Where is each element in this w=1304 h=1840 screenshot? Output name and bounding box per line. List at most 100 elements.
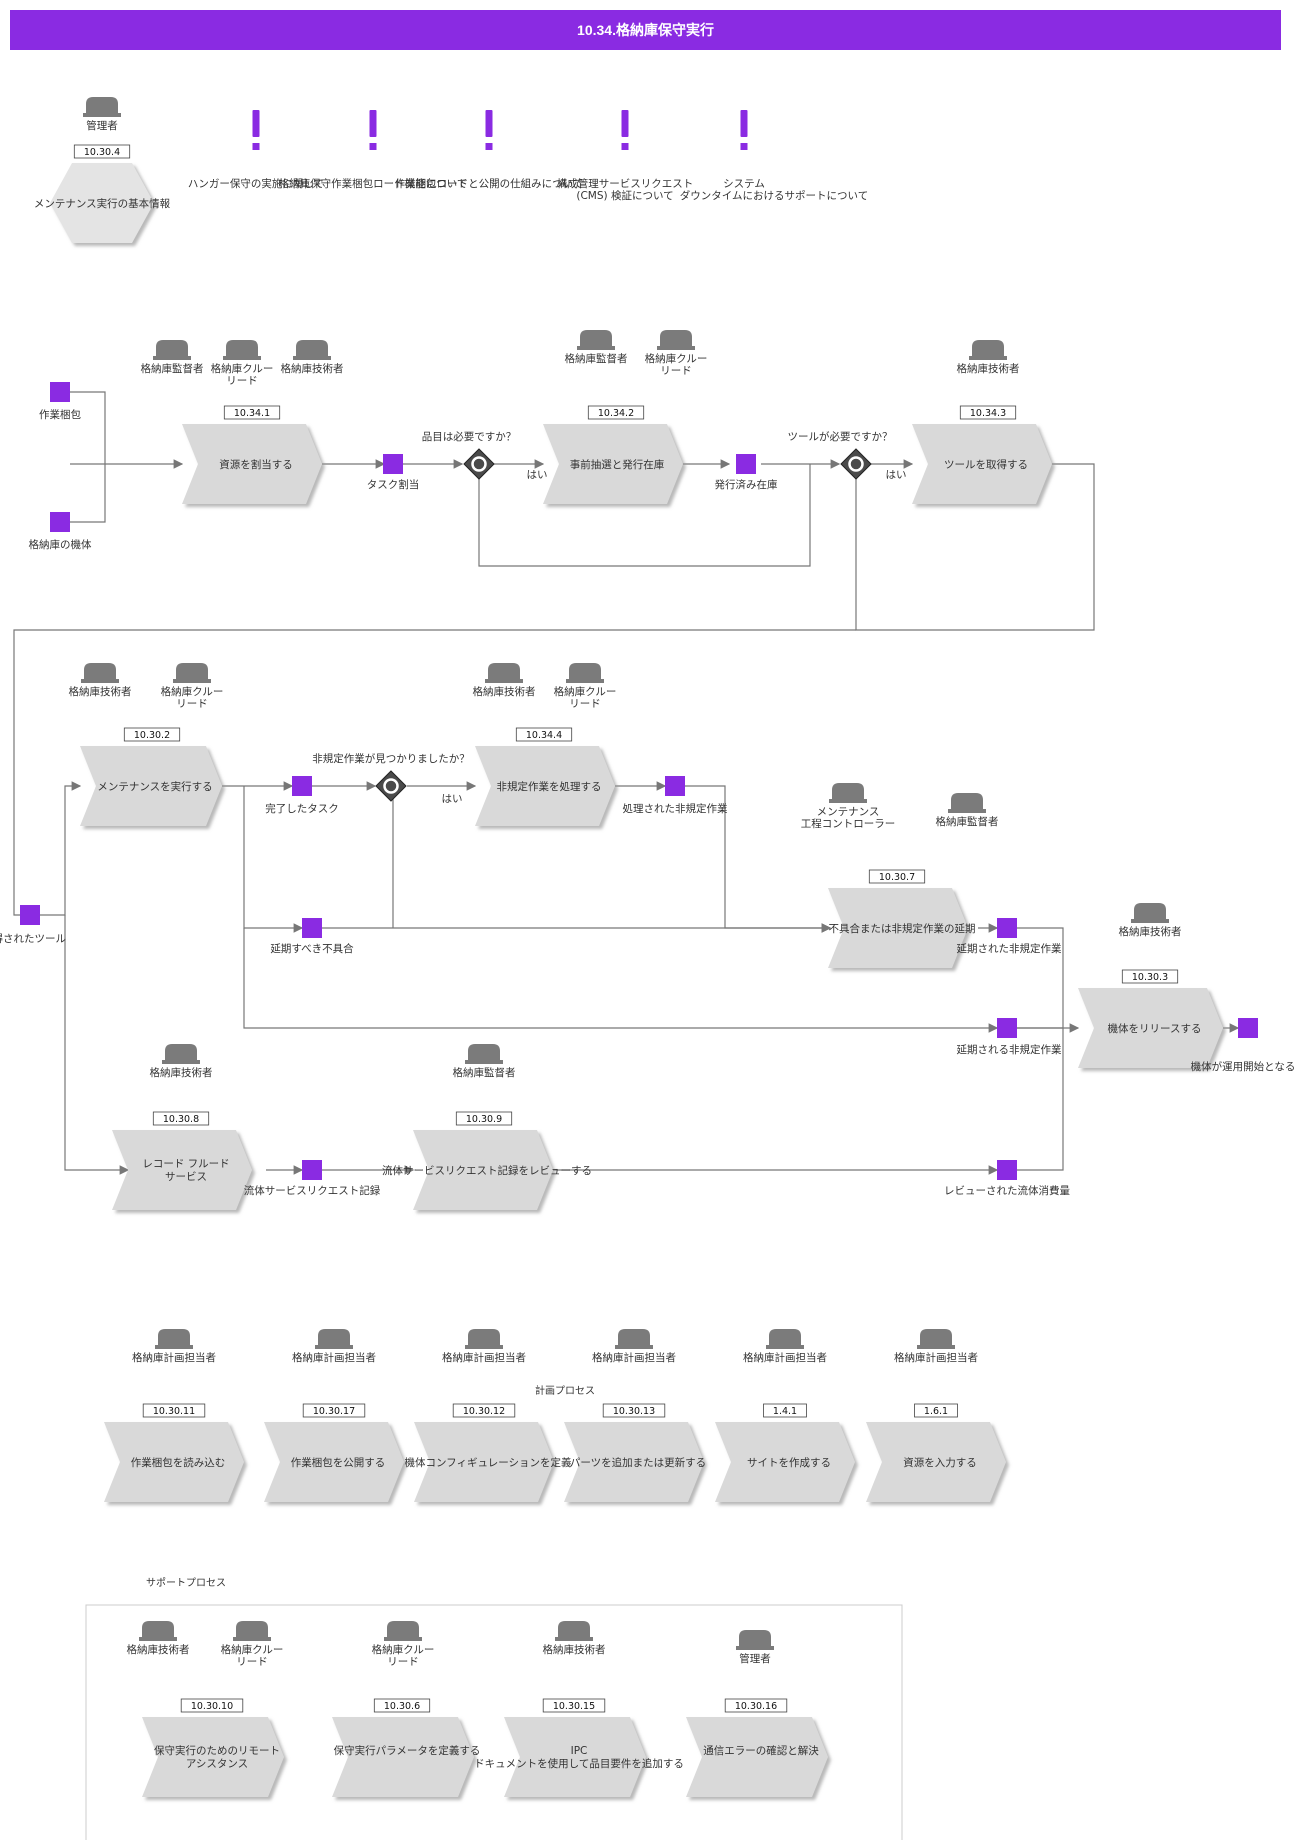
process-defer[interactable]: [828, 888, 968, 968]
event-issued-stock[interactable]: [736, 454, 756, 474]
event-reviewed-fluid[interactable]: [997, 1160, 1017, 1180]
xor-gateway[interactable]: [463, 448, 495, 480]
process-label: 不具合または非規定作業の延期: [829, 922, 976, 935]
process-code: 10.30.4: [84, 147, 120, 158]
person-icon-base: [139, 1637, 177, 1641]
role-label: 格納庫クルー: [372, 1643, 435, 1656]
person-icon: [86, 97, 118, 113]
role-label: リード: [226, 375, 258, 387]
event-task-assigned[interactable]: [383, 454, 403, 474]
role-label: リード: [236, 1656, 268, 1668]
role-label: 格納庫技術者: [150, 1066, 213, 1079]
process-obtain-tools[interactable]: [912, 424, 1052, 504]
event-label: 機体が運用開始となる: [1191, 1060, 1296, 1073]
event-fluid-record[interactable]: [302, 1160, 322, 1180]
support-process-step[interactable]: [686, 1717, 828, 1797]
person-icon-base: [81, 679, 119, 683]
support-role: 格納庫技術者: [127, 1621, 190, 1656]
role-hangar-planner: 格納庫計画担当者: [292, 1329, 376, 1364]
event-work-package[interactable]: [50, 382, 70, 402]
diagram-title: 10.34.格納庫保守実行: [10, 10, 1281, 50]
role-label: 格納庫監督者: [565, 352, 628, 365]
process-code-box: [180, 1698, 244, 1713]
process-label: メンテナンスを実行する: [97, 780, 212, 793]
event-label: 流体サービスリクエスト記録: [244, 1184, 381, 1197]
note-exclamation-icon: [369, 110, 377, 137]
process-record-fluid-service[interactable]: [112, 1130, 252, 1210]
exclamation-dot: [369, 143, 377, 150]
event-defect-to-defer[interactable]: [302, 918, 322, 938]
process-label: 機体をリリースする: [1108, 1022, 1202, 1035]
gateway-question: 非規定作業が見つかりましたか？: [312, 752, 470, 765]
person-icon: [158, 1329, 190, 1345]
role-label: 格納庫技術者: [281, 362, 344, 375]
support-processes-frame: [85, 1604, 903, 1840]
process-code-box: [142, 1403, 206, 1418]
process-code-box: [914, 1403, 958, 1418]
connector: [13, 629, 856, 916]
support-process-step[interactable]: [504, 1717, 646, 1797]
xor-gateway[interactable]: [840, 448, 872, 480]
process-code-box: [302, 1403, 366, 1418]
planning-process-step[interactable]: [715, 1422, 855, 1502]
person-icon-base: [153, 356, 191, 360]
role-label: 格納庫クルー: [554, 685, 617, 698]
process-code-box: [763, 1403, 807, 1418]
support-heading: サポートプロセス: [146, 1577, 226, 1589]
planning-process-step[interactable]: [564, 1422, 704, 1502]
planning-process-step[interactable]: [866, 1422, 1006, 1502]
process-nonroutine[interactable]: [475, 746, 615, 826]
event-completed-task[interactable]: [292, 776, 312, 796]
gateway-question: ツールが必要ですか？: [788, 430, 893, 443]
basic-info-process[interactable]: [50, 163, 154, 243]
person-icon: [1134, 903, 1166, 919]
support-process-step[interactable]: [142, 1717, 284, 1797]
role-label: 格納庫技術者: [69, 685, 132, 698]
role-hangar-technician: 格納庫技術者: [281, 340, 344, 375]
role-label: 格納庫計画担当者: [292, 1351, 376, 1364]
process-perform-maintenance[interactable]: [80, 746, 222, 826]
process-code-box: [1121, 969, 1179, 984]
note-label: 作業梱包ロードと公開の仕組みについて: [395, 177, 584, 190]
process-code-box: [452, 1403, 516, 1418]
event-nonroutine-to-defer[interactable]: [997, 1018, 1017, 1038]
event-processed-nonroutine[interactable]: [665, 776, 685, 796]
role-label: 格納庫クルー: [161, 685, 224, 698]
person-icon: [156, 340, 188, 356]
xor-gateway[interactable]: [375, 770, 407, 802]
planning-process-step[interactable]: [104, 1422, 244, 1502]
process-issue-stock[interactable]: [543, 424, 683, 504]
planning-heading: 計画プロセス: [535, 1384, 595, 1397]
process-assign-resources[interactable]: [182, 424, 322, 504]
planning-process-step[interactable]: [414, 1422, 554, 1502]
event-deferred-nonroutine[interactable]: [997, 918, 1017, 938]
event-hangar-aircraft[interactable]: [50, 512, 70, 532]
process-label: 保守実行パラメータを定義する: [334, 1744, 481, 1757]
process-code: 10.34.2: [598, 408, 634, 419]
process-release-aircraft[interactable]: [1078, 988, 1223, 1068]
person-icon: [488, 663, 520, 679]
person-icon-base: [465, 1345, 503, 1349]
person-icon-base: [566, 679, 604, 683]
process-code-box: [455, 1111, 513, 1126]
gateway-yes-label: はい: [886, 469, 907, 481]
process-label: 非規定作業を処理する: [497, 780, 602, 793]
role-label: 格納庫技術者: [127, 1643, 190, 1656]
person-icon-base: [736, 1646, 774, 1650]
event-label: 作業梱包: [39, 408, 81, 421]
process-review-fluid-record[interactable]: [413, 1130, 553, 1210]
process-code: 10.30.13: [613, 1406, 655, 1417]
event-aircraft-in-service[interactable]: [1238, 1018, 1258, 1038]
support-process-step[interactable]: [332, 1717, 474, 1797]
role-label: 管理者: [739, 1652, 771, 1665]
process-code: 10.30.17: [313, 1406, 355, 1417]
person-icon-base: [173, 679, 211, 683]
event-label: タスク割当: [367, 478, 420, 491]
process-label: 機体コンフィギュレーションを定義: [404, 1456, 572, 1469]
planning-process-step[interactable]: [264, 1422, 404, 1502]
person-icon-base: [223, 356, 261, 360]
event-obtained-tool[interactable]: [20, 905, 40, 925]
